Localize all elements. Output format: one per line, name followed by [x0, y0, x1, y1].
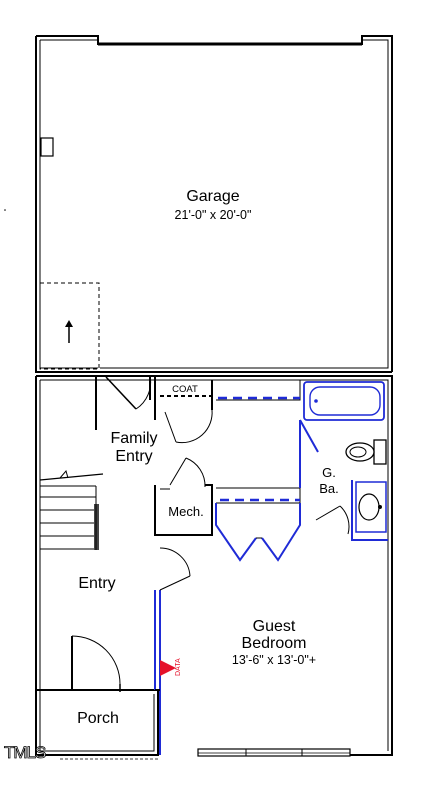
family-entry-label-line2: Entry	[115, 448, 152, 465]
family-entry-label-line1: Family	[110, 430, 157, 447]
entry-label: Entry	[78, 575, 115, 592]
porch-label: Porch	[77, 710, 119, 727]
watermark: TMLS	[4, 743, 158, 762]
window-strip	[197, 748, 351, 757]
bath-label-line2: Ba.	[319, 481, 339, 496]
bathtub	[303, 381, 385, 421]
stairs	[39, 376, 104, 700]
toilet	[345, 439, 387, 465]
guest-bedroom-dimensions: 13'-6" x 13'-0"+	[232, 653, 316, 667]
data-marker: DATA	[160, 658, 182, 676]
guest-bedroom-label-line2: Bedroom	[242, 635, 307, 652]
bath-label-line1: G.	[322, 465, 336, 480]
data-marker-label: DATA	[175, 658, 182, 676]
lower-level-walls	[35, 375, 393, 757]
garage-dimensions: 21'-0" x 20'-0"	[175, 208, 252, 222]
coat-label: COAT	[172, 384, 198, 395]
bedroom-closet-bifold	[215, 420, 301, 562]
mech-label: Mech.	[168, 504, 203, 519]
guest-bath: G. Ba.	[299, 381, 388, 541]
garage-room: Garage 21'-0" x 20'-0"	[35, 35, 393, 373]
front-door	[71, 635, 121, 692]
watermark-text: TMLS	[4, 743, 46, 762]
blue-shelving	[216, 379, 301, 504]
landing-area	[39, 282, 100, 370]
panel-box	[40, 137, 54, 157]
bedroom-door	[159, 547, 191, 591]
sink	[355, 481, 387, 533]
garage-entry-door	[105, 375, 152, 410]
mech-room: Mech.	[154, 457, 213, 536]
garage-label: Garage	[186, 188, 239, 205]
guest-bedroom-label-line1: Guest	[253, 618, 296, 635]
coat-closet: COAT	[154, 376, 213, 444]
